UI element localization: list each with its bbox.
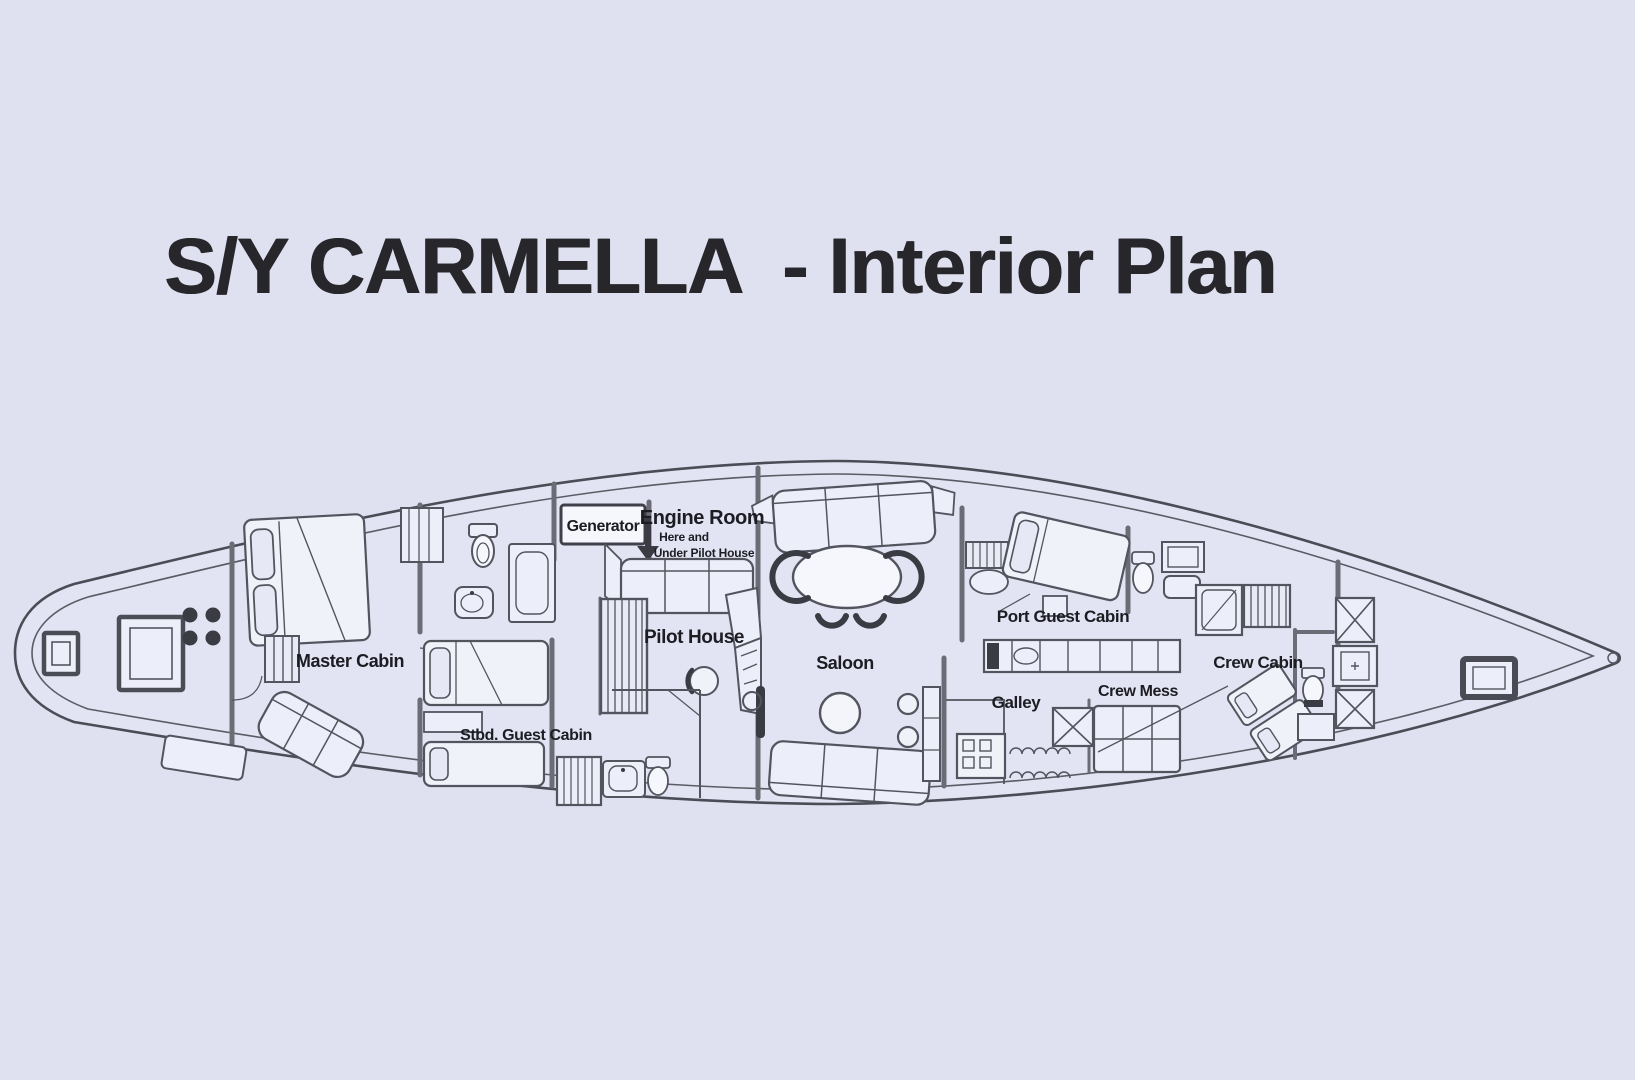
shower-stall: [508, 543, 556, 623]
label-engine-room-note1: Here and: [659, 530, 709, 544]
toilet: [645, 756, 671, 796]
side-table: [742, 691, 762, 711]
label-pilot-house: Pilot House: [644, 627, 744, 648]
centerline-counter: [982, 638, 1182, 674]
crew-cabin-area: [1161, 541, 1379, 762]
saloon-sofa-fwd: [750, 480, 956, 554]
room-labels: Master Cabin Stbd. Guest Cabin Generator…: [296, 507, 1303, 744]
master-cabin: [160, 513, 371, 781]
mess-bench: [1092, 704, 1182, 774]
seat-back-line: [1097, 685, 1229, 753]
saloon-sofa-aft: [767, 740, 932, 806]
bow-area: [41, 607, 221, 693]
pilot-house: [555, 541, 765, 807]
label-stbd-guest-cabin: Stbd. Guest Cabin: [460, 727, 592, 744]
door-line: [997, 593, 1031, 613]
console: [724, 586, 763, 716]
locker: [1042, 595, 1068, 617]
page-title: S/Y CARMELLA - Interior Plan: [163, 221, 1277, 310]
stool: [896, 692, 920, 716]
shower: [1194, 583, 1244, 637]
label-crew-cabin: Crew Cabin: [1213, 653, 1303, 672]
master-sofa: [257, 690, 365, 779]
label-engine-room: Engine Room: [640, 507, 765, 529]
sink: [602, 760, 646, 798]
stove: [955, 732, 1007, 780]
galley: [946, 638, 1182, 784]
port-guest-cabin: [965, 511, 1155, 617]
stbd-guest-cabin: [422, 639, 550, 788]
label-master-cabin: Master Cabin: [296, 651, 404, 671]
cabinet: [922, 686, 941, 782]
settee: [604, 541, 755, 615]
lower-berth: [422, 740, 546, 788]
dining-table: [791, 544, 903, 610]
engine-room-pointer: [637, 518, 659, 561]
washer: [555, 755, 603, 807]
deck-fittings-dots: [182, 607, 221, 646]
stool: [896, 725, 920, 749]
stern-lockers: [1331, 596, 1379, 730]
label-crew-mess: Crew Mess: [1098, 683, 1178, 700]
companionway-stairs: [599, 597, 649, 715]
ladder-hatch: [965, 541, 1009, 569]
toilet: [1131, 551, 1155, 594]
door-swing: [231, 675, 263, 701]
label-port-guest-cabin: Port Guest Cabin: [997, 607, 1129, 626]
label-saloon: Saloon: [816, 653, 874, 673]
forward-head: [400, 507, 556, 673]
bow-hatch-small: [41, 630, 81, 677]
dish-racks: [1009, 747, 1071, 779]
crew-head: [1161, 541, 1205, 599]
stern-hatch: [1460, 656, 1518, 700]
crew-toilet: [1297, 667, 1335, 741]
stern-area: [1460, 656, 1518, 700]
door-leaf: [756, 686, 765, 738]
mast-steps: [264, 635, 300, 683]
master-bed: [243, 513, 371, 647]
label-galley: Galley: [992, 693, 1042, 712]
label-engine-room-note2: Under Pilot House: [654, 546, 755, 560]
aft-head: [555, 689, 701, 807]
bow-hatch-large: [116, 614, 186, 693]
arrow-shaft: [645, 518, 651, 546]
upper-berth: [422, 639, 550, 707]
toilet: [468, 523, 498, 568]
hanging-locker: [400, 507, 444, 563]
master-bench: [160, 734, 248, 781]
round-table: [818, 691, 862, 735]
berth: [1001, 511, 1131, 602]
arrow-head: [637, 546, 659, 561]
crew-mess: [1092, 685, 1229, 774]
stern-tip-fitting: [1607, 652, 1619, 664]
shelf: [423, 711, 483, 733]
crew-stairs: [1242, 583, 1292, 629]
saloon: [742, 480, 956, 806]
seat: [969, 569, 1009, 595]
locker-x: [1051, 706, 1095, 748]
label-generator: Generator: [567, 518, 640, 535]
sink: [454, 586, 494, 619]
dining-chairs: [769, 550, 925, 629]
